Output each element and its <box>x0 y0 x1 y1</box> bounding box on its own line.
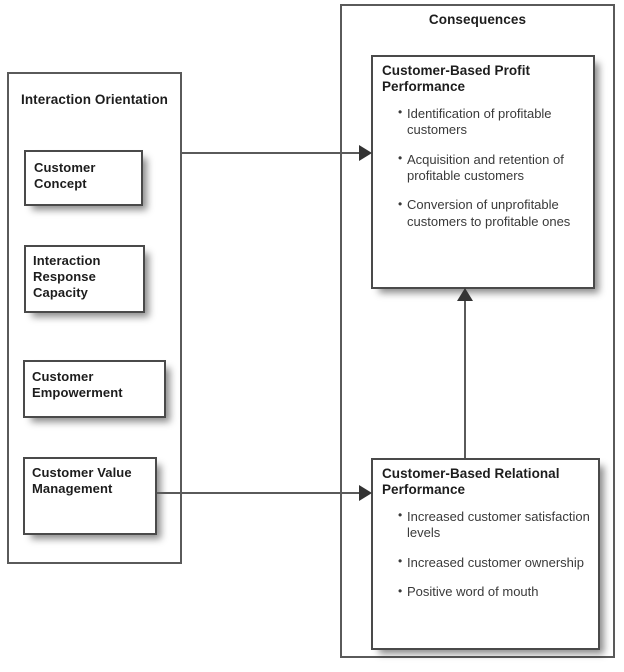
antecedent-label-customer-concept: Customer Concept <box>34 160 96 192</box>
outcome-bullets-profit-performance: Identification of profitable customers A… <box>398 105 588 230</box>
connector-arrowhead-orientation-to-profit <box>359 145 372 161</box>
antecedent-label-customer-value-management: Customer Value Management <box>32 465 132 497</box>
connector-arrowhead-orientation-to-relational <box>359 485 372 501</box>
interaction-orientation-title: Interaction Orientation <box>20 92 169 107</box>
list-item: Increased customer ownership <box>398 554 594 571</box>
antecedent-box-customer-empowerment[interactable] <box>23 360 166 418</box>
connector-arrowhead-relational-to-profit <box>457 288 473 301</box>
outcome-title-relational-performance: Customer-Based Relational Performance <box>382 466 560 498</box>
outcome-content-relational-performance: Customer-Based Relational Performance In… <box>382 466 594 600</box>
antecedent-label-customer-empowerment: Customer Empowerment <box>32 369 123 401</box>
antecedent-box-customer-value-management[interactable] <box>23 457 157 535</box>
list-item: Acquisition and retention of profitable … <box>398 151 588 185</box>
consequences-title: Consequences <box>428 12 527 27</box>
outcome-bullets-relational-performance: Increased customer satisfaction levels I… <box>398 508 594 601</box>
outcome-title-profit-performance: Customer-Based Profit Performance <box>382 63 531 95</box>
outcome-content-profit-performance: Customer-Based Profit Performance Identi… <box>382 63 590 230</box>
antecedent-label-interaction-response-capacity: Interaction Response Capacity <box>33 253 101 301</box>
connector-line-orientation-to-profit <box>181 152 361 154</box>
connector-line-relational-to-profit <box>464 297 466 458</box>
list-item: Conversion of unprofitable customers to … <box>398 197 588 230</box>
antecedent-box-interaction-response-capacity[interactable] <box>24 245 145 313</box>
list-item: Positive word of mouth <box>398 584 594 600</box>
list-item: Increased customer satisfaction levels <box>398 508 594 542</box>
antecedent-box-customer-concept[interactable] <box>24 150 143 206</box>
connector-line-orientation-to-relational <box>157 492 361 494</box>
list-item: Identification of profitable customers <box>398 105 588 139</box>
